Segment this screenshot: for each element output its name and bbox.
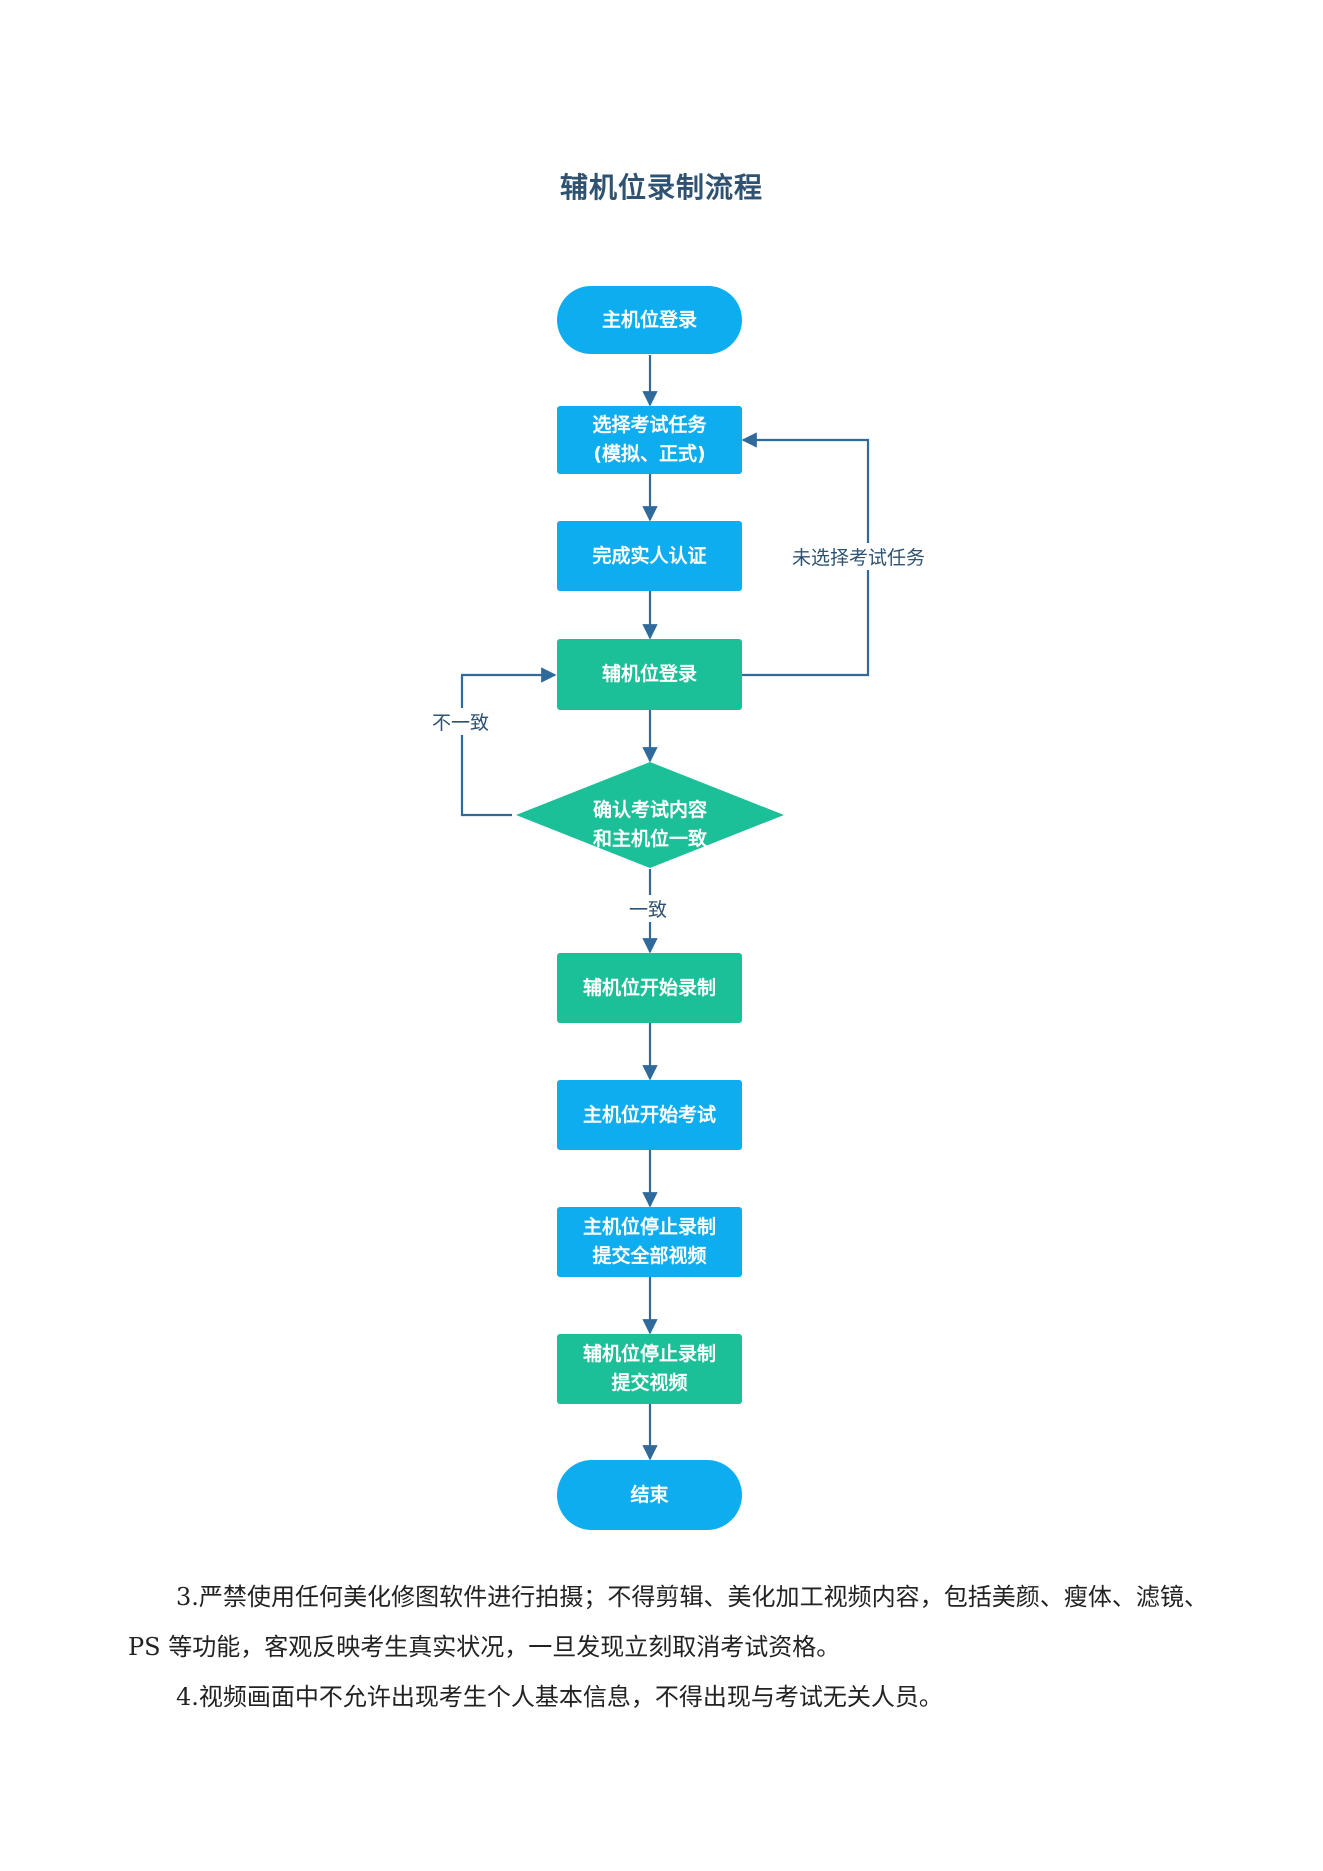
main-start-exam-node: 主机位开始考试 [557, 1080, 742, 1150]
edge-label-no-task: 未选择考试任务 [790, 543, 928, 570]
node-label: 和主机位一致 [592, 828, 707, 850]
end-node: 结束 [557, 1460, 742, 1530]
node-label: 结束 [630, 1483, 669, 1506]
aux-login-node: 辅机位登录 [557, 639, 742, 710]
aux-start-record-node: 辅机位开始录制 [557, 953, 742, 1023]
verify-identity-node: 完成实人认证 [557, 521, 742, 591]
node-label: 辅机位开始录制 [582, 976, 716, 999]
node-label: 主机位登录 [601, 308, 697, 331]
node-label: (模拟、正式) [593, 443, 706, 465]
edge-label-mismatch: 不一致 [430, 708, 492, 735]
start-node: 主机位登录 [557, 286, 742, 354]
node-label: 提交视频 [611, 1372, 688, 1394]
rules-section: 3.严禁使用任何美化修图软件进行拍摄；不得剪辑、美化加工视频内容，包括美颜、瘦体… [128, 1572, 1208, 1722]
decision-diamond [516, 762, 784, 868]
node-label: 提交全部视频 [592, 1245, 707, 1267]
node-label: 辅机位登录 [601, 663, 697, 685]
aux-stop-node: 辅机位停止录制 提交视频 [557, 1334, 742, 1404]
select-task-node: 选择考试任务 (模拟、正式) [557, 406, 742, 474]
edge-label-match: 一致 [627, 895, 670, 922]
node-label: 确认考试内容 [592, 799, 707, 821]
main-stop-node: 主机位停止录制 提交全部视频 [557, 1207, 742, 1277]
node-label: 选择考试任务 [592, 414, 707, 436]
node-label: 辅机位停止录制 [582, 1343, 716, 1365]
rule-paragraph: 3.严禁使用任何美化修图软件进行拍摄；不得剪辑、美化加工视频内容，包括美颜、瘦体… [128, 1583, 1208, 1661]
decision-label: 确认考试内容 和主机位一致 [510, 775, 790, 875]
flowchart: 主机位登录 选择考试任务 (模拟、正式) 完成实人认证 辅机位登录 确认考试内容… [430, 286, 928, 1530]
node-label: 主机位停止录制 [582, 1216, 716, 1238]
node-label: 完成实人认证 [592, 544, 707, 567]
edge-mismatch-loop [460, 667, 557, 817]
rule-paragraph: 4.视频画面中不允许出现考生个人基本信息，不得出现与考试无关人员。 [176, 1683, 943, 1711]
node-label: 主机位开始考试 [582, 1103, 716, 1126]
page-title: 辅机位录制流程 [559, 171, 763, 204]
